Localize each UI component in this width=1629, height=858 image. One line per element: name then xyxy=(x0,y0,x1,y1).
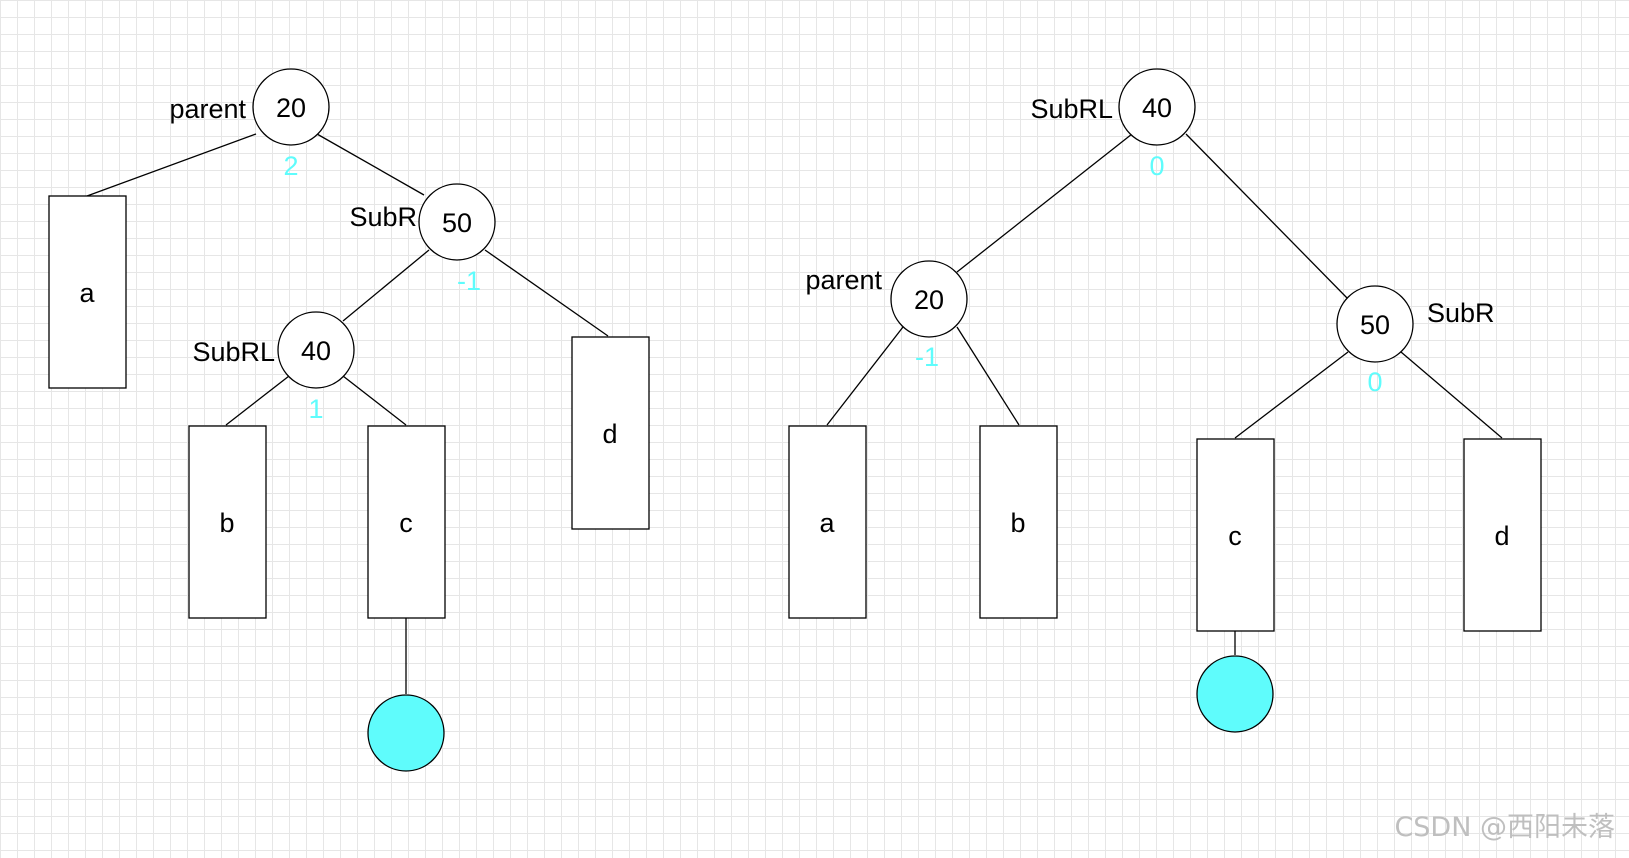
edge-parent-a xyxy=(826,326,904,426)
edge-parent-a xyxy=(86,133,257,197)
subtree-b-box xyxy=(979,425,1058,619)
subr-balance: 0 xyxy=(1367,367,1382,397)
subtree-a-box xyxy=(788,425,867,619)
left-tree: a b c d 20 parent 2 50 SubR -1 40 SubRL … xyxy=(48,68,650,772)
subtree-c-box xyxy=(367,425,446,619)
parent-balance: -1 xyxy=(915,342,939,372)
subr-key: 50 xyxy=(442,208,472,238)
subrl-label: SubRL xyxy=(1030,94,1113,124)
subtree-c-label: c xyxy=(1228,521,1242,551)
parent-key: 20 xyxy=(276,93,306,123)
subr-node xyxy=(1336,285,1414,363)
right-tree: a b c d 40 SubRL 0 20 parent -1 50 SubR … xyxy=(788,68,1542,733)
subr-balance: -1 xyxy=(457,266,481,296)
subr-key: 50 xyxy=(1360,310,1390,340)
parent-label: parent xyxy=(805,265,882,295)
inserted-node xyxy=(1196,655,1274,733)
inserted-node xyxy=(367,694,445,772)
parent-label: parent xyxy=(169,94,246,124)
subtree-a-box xyxy=(48,195,127,389)
subtree-a-label: a xyxy=(819,508,835,538)
parent-node xyxy=(252,68,330,146)
subtree-c-box xyxy=(1196,438,1275,632)
parent-node xyxy=(890,260,968,338)
edge-subr-d xyxy=(1400,351,1503,439)
subrl-balance: 0 xyxy=(1149,151,1164,181)
subtree-c-label: c xyxy=(399,508,413,538)
subrl-key: 40 xyxy=(301,336,331,366)
edge-parent-subr xyxy=(316,133,425,196)
edge-subrl-parent xyxy=(956,133,1133,273)
subrl-label: SubRL xyxy=(192,337,275,367)
subtree-d-box xyxy=(1463,438,1542,632)
subr-label: SubR xyxy=(349,202,417,232)
subtree-b-label: b xyxy=(1010,508,1025,538)
subtree-d-label: d xyxy=(1494,521,1509,551)
subrl-node xyxy=(1118,68,1196,146)
parent-key: 20 xyxy=(914,285,944,315)
edge-subrl-subr xyxy=(1185,133,1351,302)
edge-subrl-b xyxy=(225,375,290,426)
subr-node xyxy=(418,183,496,261)
subr-label: SubR xyxy=(1427,298,1495,328)
csdn-watermark: CSDN @西阳未落 xyxy=(1394,812,1615,843)
edge-subrl-c xyxy=(342,375,407,426)
edge-subr-subrl xyxy=(342,249,430,322)
subrl-balance: 1 xyxy=(308,394,323,424)
subrl-key: 40 xyxy=(1142,93,1172,123)
parent-balance: 2 xyxy=(283,151,298,181)
edge-subr-c xyxy=(1234,351,1349,439)
subtree-b-label: b xyxy=(219,508,234,538)
subrl-node xyxy=(277,311,355,389)
edge-parent-b xyxy=(956,326,1020,426)
subtree-d-label: d xyxy=(602,419,617,449)
subtree-b-box xyxy=(188,425,267,619)
subtree-a-label: a xyxy=(79,278,95,308)
subtree-d-box xyxy=(571,336,650,530)
edge-subr-d xyxy=(484,249,609,337)
